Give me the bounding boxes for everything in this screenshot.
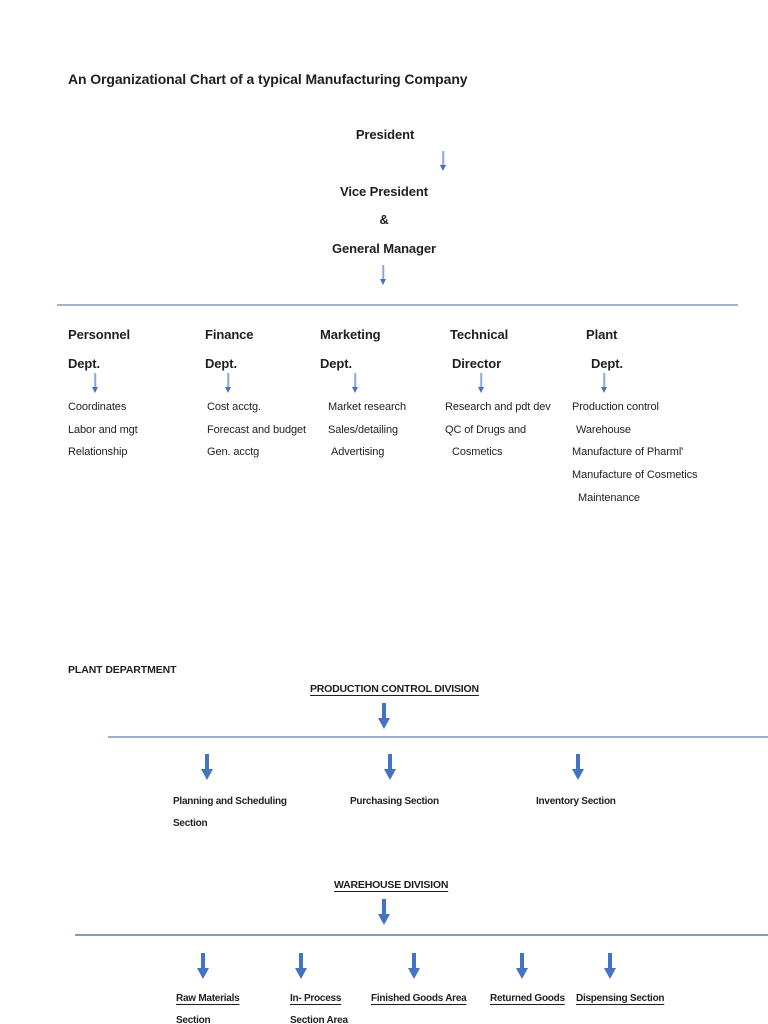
dept-item: Cost acctg. xyxy=(207,401,261,413)
dept-name-line: Dept. xyxy=(205,355,238,371)
dept-personnel: Personnel Dept. xyxy=(68,321,130,378)
section-label-line: Returned Goods xyxy=(490,993,565,1004)
section-label-line: Section Area xyxy=(290,1015,348,1024)
node-general-manager: General Manager xyxy=(332,241,436,256)
dept-finance-list: Cost acctg. Forecast and budget Gen. acc… xyxy=(207,396,306,464)
down-arrow-icon xyxy=(602,953,618,979)
dept-item: Coordinates xyxy=(68,401,127,413)
dept-name-line: Dept. xyxy=(591,355,624,371)
section-label-returned-goods: Returned Goods xyxy=(490,988,565,1010)
page-title: An Organizational Chart of a typical Man… xyxy=(68,71,468,87)
down-arrow-icon xyxy=(514,953,530,979)
dept-item: Production control xyxy=(572,401,659,413)
dept-item: Relationship xyxy=(68,446,128,459)
section-label-line: Purchasing Section xyxy=(350,796,439,807)
section-label-line: In- Process xyxy=(290,993,342,1004)
dept-item: Manufacture of Pharml' xyxy=(572,446,684,459)
section-label-line: Finished Goods Area xyxy=(371,993,467,1004)
dept-item: Market research xyxy=(328,401,406,413)
down-arrow-icon xyxy=(406,953,422,979)
dept-item: QC of Drugs and xyxy=(445,423,527,436)
section-label-line: Section xyxy=(173,818,208,829)
section-label-line: Dispensing Section xyxy=(576,993,665,1004)
dept-item: Warehouse xyxy=(576,423,631,436)
warehouse-division-title: WAREHOUSE DIVISION xyxy=(334,879,449,891)
production-control-division-title: PRODUCTION CONTROL DIVISION xyxy=(310,683,479,695)
node-ampersand: & xyxy=(379,212,389,227)
dept-name-line: Technical xyxy=(450,327,509,342)
section-label-raw-materials: Raw Materials Section xyxy=(176,988,240,1024)
dept-finance: Finance Dept. xyxy=(205,321,254,378)
dept-personnel-list: Coordinates Labor and mgt Relationship xyxy=(68,396,138,464)
down-arrow-icon xyxy=(88,373,102,394)
down-arrow-icon xyxy=(195,953,211,979)
section-label-line: Raw Materials xyxy=(176,993,240,1004)
dept-name-line: Dept. xyxy=(68,355,101,371)
dept-name-line: Marketing xyxy=(320,327,381,342)
divider-line xyxy=(108,736,768,738)
section-label-dispensing: Dispensing Section xyxy=(576,988,665,1010)
section-label-in-process: In- Process Section Area xyxy=(290,988,348,1024)
plant-department-heading: PLANT DEPARTMENT xyxy=(68,664,177,676)
node-vice-president: Vice President xyxy=(340,184,428,199)
dept-item: Advertising xyxy=(331,446,385,459)
divider-line xyxy=(75,934,768,936)
divider-line xyxy=(57,304,738,306)
section-label-line: Section xyxy=(176,1015,211,1024)
down-arrow-icon xyxy=(199,754,215,780)
dept-name-line: Plant xyxy=(586,327,618,342)
dept-name-line: Personnel xyxy=(68,327,130,342)
section-label-planning-scheduling: Planning and Scheduling Section xyxy=(173,791,287,835)
down-arrow-icon xyxy=(474,373,488,394)
dept-plant-list: Production control Warehouse Manufacture… xyxy=(572,396,697,510)
dept-item: Labor and mgt xyxy=(68,423,138,436)
dept-item: Forecast and budget xyxy=(207,423,307,436)
dept-plant: Plant Dept. xyxy=(586,321,623,378)
down-arrow-icon xyxy=(376,265,390,286)
dept-item: Sales/detailing xyxy=(328,423,399,436)
dept-marketing-list: Market research Sales/detailing Advertis… xyxy=(328,396,406,464)
dept-technical-list: Research and pdt dev QC of Drugs and Cos… xyxy=(445,396,551,464)
down-arrow-icon xyxy=(436,151,450,172)
section-label-purchasing: Purchasing Section xyxy=(350,791,439,813)
section-label-finished-goods: Finished Goods Area xyxy=(371,988,467,1010)
down-arrow-icon xyxy=(348,373,362,394)
down-arrow-icon xyxy=(293,953,309,979)
down-arrow-icon xyxy=(382,754,398,780)
dept-item: Cosmetics xyxy=(452,446,503,459)
dept-item: Research and pdt dev xyxy=(445,401,551,413)
dept-name-line: Finance xyxy=(205,327,254,342)
dept-item: Manufacture of Cosmetics xyxy=(572,469,698,482)
section-label-line: Planning and Scheduling xyxy=(173,796,287,807)
dept-name-line: Dept. xyxy=(320,355,353,371)
down-arrow-icon xyxy=(570,754,586,780)
node-president: President xyxy=(355,127,415,142)
down-arrow-icon xyxy=(597,373,611,394)
dept-item: Gen. acctg xyxy=(207,446,260,459)
section-label-inventory: Inventory Section xyxy=(536,791,616,813)
dept-name-line: Director xyxy=(452,355,502,371)
down-arrow-icon xyxy=(376,703,392,729)
dept-item: Maintenance xyxy=(578,491,640,504)
down-arrow-icon xyxy=(376,899,392,925)
dept-marketing: Marketing Dept. xyxy=(320,321,381,378)
down-arrow-icon xyxy=(221,373,235,394)
section-label-line: Inventory Section xyxy=(536,796,616,807)
dept-technical: Technical Director xyxy=(450,321,508,378)
